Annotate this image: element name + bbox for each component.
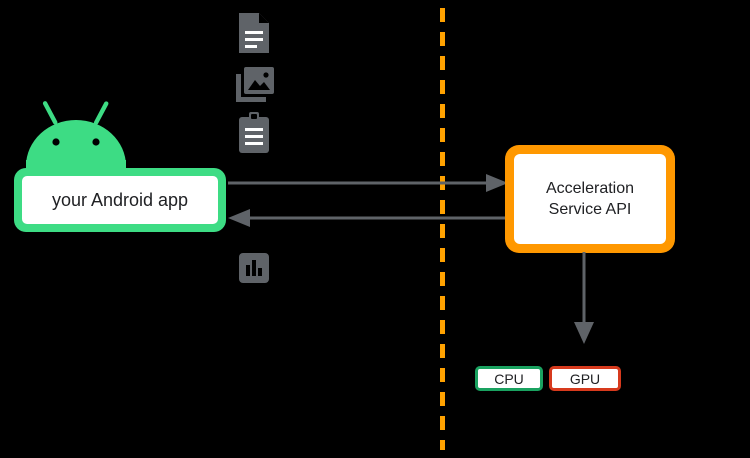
- clipboard-icon: [239, 112, 269, 153]
- boundary-dashed-line: [440, 8, 445, 450]
- cpu-chip-label: CPU: [494, 370, 524, 387]
- cpu-chip[interactable]: CPU: [475, 366, 543, 391]
- request-arrow: [228, 174, 508, 192]
- response-arrow: [228, 209, 508, 227]
- gpu-chip-label: GPU: [569, 370, 601, 387]
- document-icon: [239, 13, 269, 53]
- android-robot-icon: [26, 101, 126, 168]
- bar-chart-icon: [239, 253, 269, 283]
- image-stack-icon: [236, 67, 274, 102]
- acceleration-service-api-box-inner: Acceleration Service API: [514, 154, 666, 244]
- dispatch-arrow: [574, 252, 594, 344]
- acceleration-service-api-box[interactable]: Acceleration Service API: [505, 145, 675, 253]
- android-app-label: your Android app: [51, 190, 189, 210]
- api-label-line1: Acceleration: [545, 180, 635, 197]
- gpu-chip[interactable]: GPU: [549, 366, 621, 391]
- android-app-box-inner: your Android app: [22, 176, 218, 224]
- android-app-box[interactable]: your Android app: [14, 168, 226, 232]
- api-label-line2: Service API: [548, 201, 632, 218]
